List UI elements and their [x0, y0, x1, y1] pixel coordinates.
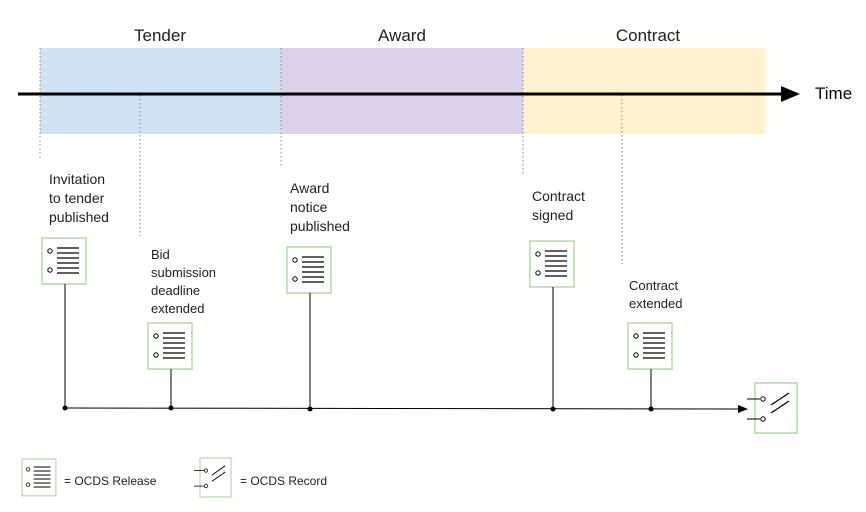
release-icon-contract-signed — [529, 240, 575, 288]
legend-release-icon — [21, 458, 57, 497]
time-label: Time — [815, 84, 852, 103]
release-icon-award-notice — [286, 246, 332, 294]
record-baseline — [64, 407, 739, 410]
junction-dot-contract-signed — [550, 406, 556, 412]
record-baseline-arrow-head — [738, 405, 748, 413]
junction-dot-bid-deadline — [168, 405, 174, 411]
contract-phase-label: Contract — [616, 26, 681, 45]
release-icon-invitation — [41, 237, 87, 285]
legend-record-icon — [193, 457, 232, 498]
junction-dot-award-notice — [307, 406, 313, 412]
event-label-bid-deadline: Bid submission deadline extended — [151, 247, 220, 316]
award-phase-band — [281, 48, 523, 134]
legend-release-label: = OCDS Release — [64, 474, 157, 488]
time-arrow-head — [781, 86, 800, 102]
event-label-contract-extended: Contract extended — [629, 278, 683, 311]
junction-dot-contract-extended — [648, 406, 654, 412]
award-phase-label: Award — [378, 26, 426, 45]
event-label-invitation: Invitation to tender published — [49, 171, 109, 225]
record-icon — [746, 382, 798, 434]
event-label-award-notice: Award notice published — [290, 180, 350, 234]
contract-phase-band — [523, 48, 765, 134]
release-icon-bid-deadline — [147, 322, 193, 370]
tender-phase-band — [40, 48, 281, 134]
event-label-contract-signed: Contract signed — [532, 188, 589, 223]
junction-dot-invitation — [62, 405, 68, 411]
legend-record-label: = OCDS Record — [240, 474, 327, 488]
tender-phase-label: Tender — [134, 26, 186, 45]
release-icon-contract-extended — [627, 322, 673, 370]
